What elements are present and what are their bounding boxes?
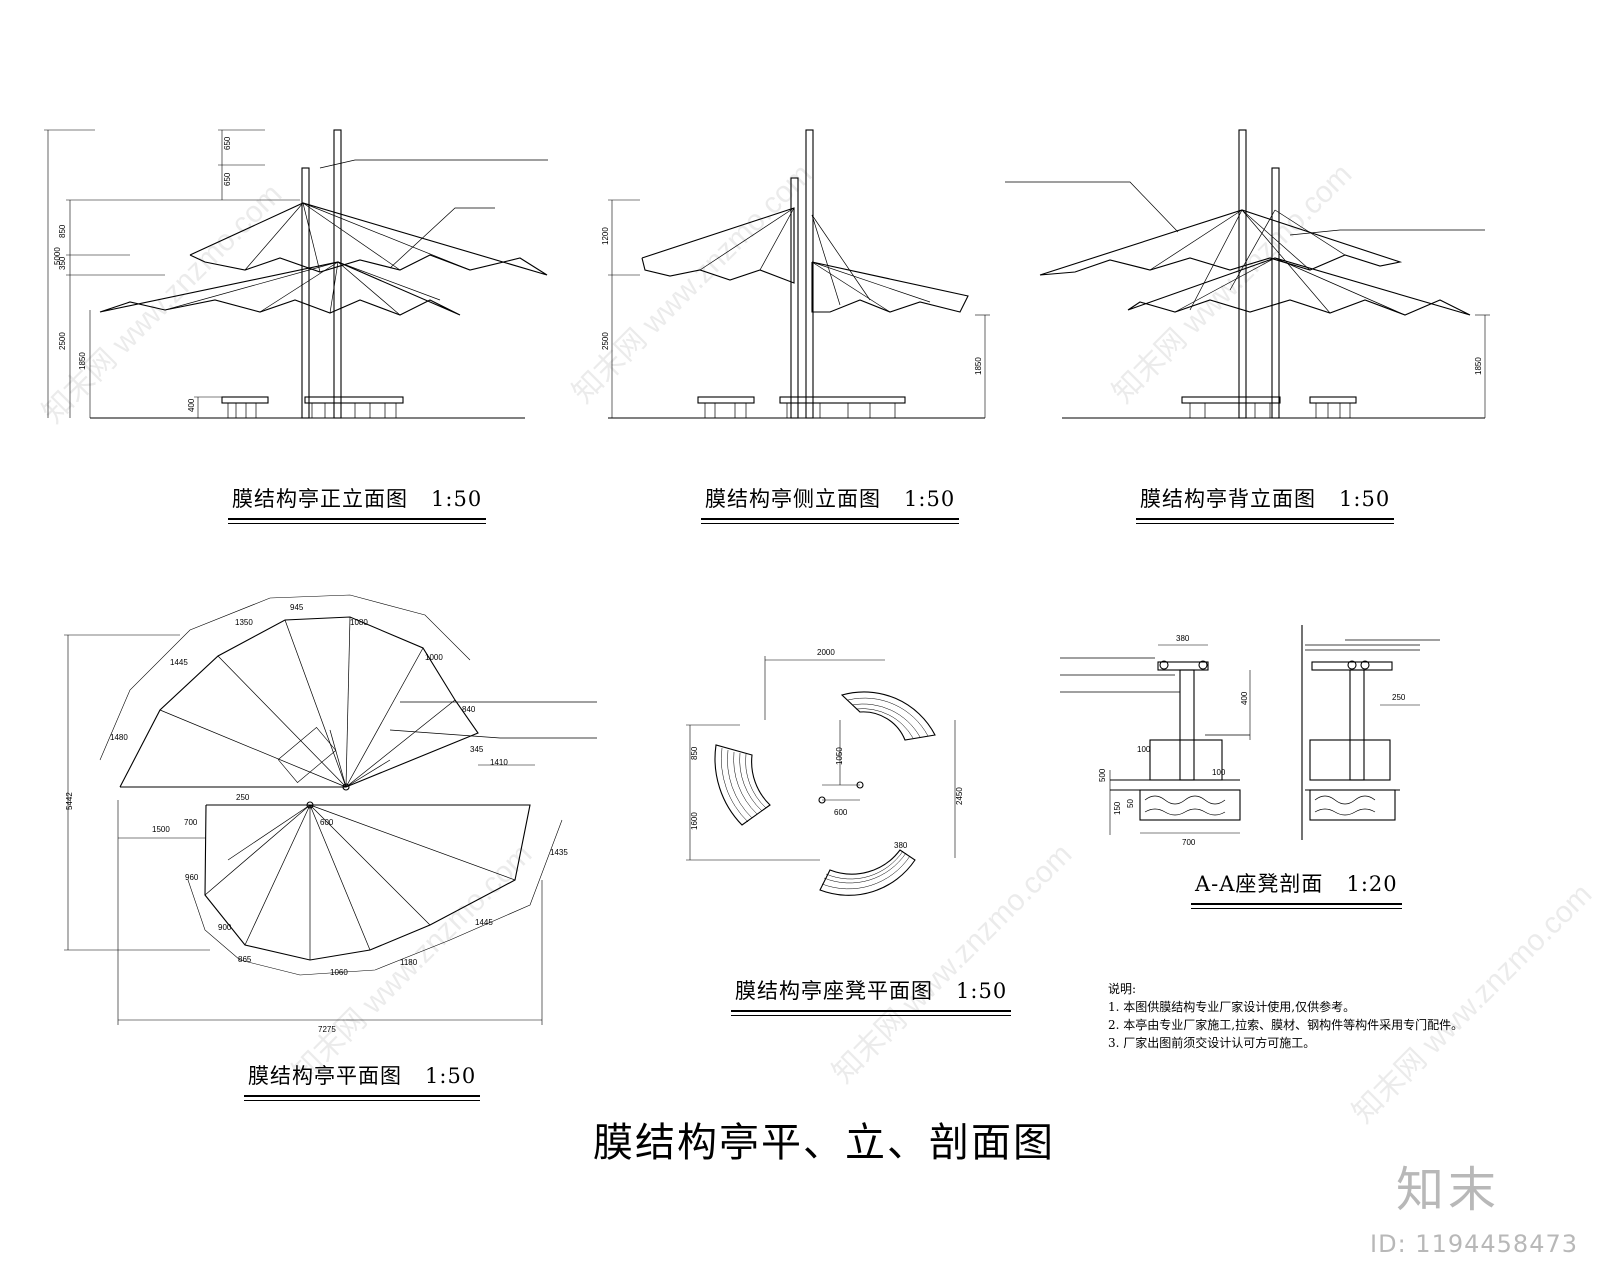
svg-text:945: 945: [290, 603, 304, 612]
svg-text:1850: 1850: [1474, 357, 1483, 375]
svg-text:1000: 1000: [425, 653, 443, 662]
front-elevation-caption: 膜结构亭正立面图 1:50: [228, 483, 487, 524]
svg-text:960: 960: [185, 873, 199, 882]
svg-text:865: 865: [238, 955, 252, 964]
svg-text:5000: 5000: [53, 247, 62, 265]
svg-text:1180: 1180: [400, 958, 418, 967]
svg-text:1480: 1480: [110, 733, 128, 742]
caption-scale: 1:20: [1346, 872, 1398, 896]
svg-text:1850: 1850: [974, 357, 983, 375]
notes-item: 3. 厂家出图前须交设计认可方可施工。: [1108, 1036, 1316, 1050]
side-elevation: 1200 2500 1850: [601, 129, 990, 419]
svg-text:1445: 1445: [170, 658, 188, 667]
svg-text:600: 600: [320, 818, 334, 827]
caption-title: A-A座凳剖面: [1195, 872, 1324, 896]
section-caption: A-A座凳剖面 1:20: [1191, 868, 1402, 909]
caption-title: 膜结构亭座凳平面图: [735, 979, 933, 1003]
svg-text:5442: 5442: [65, 792, 74, 810]
svg-text:350: 350: [58, 256, 67, 270]
svg-text:1850: 1850: [78, 352, 87, 370]
svg-text:2500: 2500: [601, 332, 610, 350]
svg-text:840: 840: [462, 705, 476, 714]
caption-title: 膜结构亭侧立面图: [705, 487, 881, 511]
svg-text:2500: 2500: [58, 332, 67, 350]
svg-text:400: 400: [187, 398, 196, 412]
svg-text:700: 700: [184, 818, 198, 827]
svg-text:7275: 7275: [318, 1025, 336, 1034]
svg-text:650: 650: [223, 136, 232, 150]
svg-text:850: 850: [58, 224, 67, 238]
svg-text:850: 850: [690, 746, 699, 760]
svg-text:1410: 1410: [490, 758, 508, 767]
svg-text:2450: 2450: [955, 787, 964, 805]
notes-item: 2. 本亭由专业厂家施工,拉索、膜材、钢构件等构件采用专门配件。: [1108, 1018, 1464, 1032]
svg-text:100: 100: [1212, 768, 1226, 777]
svg-text:100: 100: [1137, 745, 1151, 754]
image-id: ID: 1194458473: [1370, 1230, 1578, 1258]
svg-text:400: 400: [1240, 691, 1249, 705]
caption-scale: 1:50: [956, 979, 1008, 1003]
svg-text:1200: 1200: [601, 227, 610, 245]
brand-logo: 知末: [1395, 1162, 1500, 1218]
svg-text:1445: 1445: [475, 918, 493, 927]
svg-text:1435: 1435: [550, 848, 568, 857]
svg-text:600: 600: [834, 808, 848, 817]
plan-caption: 膜结构亭平面图 1:50: [244, 1060, 481, 1101]
design-notes: 说明: 1. 本图供膜结构专业厂家设计使用,仅供参考。 2. 本亭由专业厂家施工…: [1108, 980, 1463, 1052]
back-elevation: 1850: [1005, 129, 1490, 419]
svg-text:500: 500: [1098, 768, 1107, 782]
svg-text:380: 380: [1176, 634, 1190, 643]
caption-scale: 1:50: [425, 1064, 477, 1088]
bench-plan-caption: 膜结构亭座凳平面图 1:50: [731, 975, 1012, 1016]
svg-text:250: 250: [236, 793, 250, 802]
caption-scale: 1:50: [904, 487, 956, 511]
svg-text:1060: 1060: [330, 968, 348, 977]
caption-title: 膜结构亭平面图: [248, 1064, 402, 1088]
notes-item: 1. 本图供膜结构专业厂家设计使用,仅供参考。: [1108, 1000, 1356, 1014]
caption-scale: 1:50: [431, 487, 483, 511]
bench-plan: 2000 850 1600 1050 600 2450 380: [686, 648, 964, 896]
sheet-title: 膜结构亭平、立、剖面图: [593, 1120, 1055, 1166]
svg-text:150: 150: [1113, 801, 1122, 815]
svg-text:2000: 2000: [817, 648, 835, 657]
svg-text:250: 250: [1392, 693, 1406, 702]
caption-title: 膜结构亭正立面图: [232, 487, 408, 511]
front-elevation: 5000 650 650 850 350 2500 1850 400: [44, 129, 548, 419]
svg-text:1350: 1350: [235, 618, 253, 627]
caption-scale: 1:50: [1339, 487, 1391, 511]
svg-text:380: 380: [894, 841, 908, 850]
notes-heading: 说明:: [1108, 982, 1137, 996]
svg-text:650: 650: [223, 172, 232, 186]
caption-title: 膜结构亭背立面图: [1140, 487, 1316, 511]
svg-text:1600: 1600: [690, 812, 699, 830]
svg-text:345: 345: [470, 745, 484, 754]
svg-text:50: 50: [1126, 799, 1135, 808]
svg-text:700: 700: [1182, 838, 1196, 847]
svg-text:1500: 1500: [152, 825, 170, 834]
back-elevation-caption: 膜结构亭背立面图 1:50: [1136, 483, 1395, 524]
svg-text:900: 900: [218, 923, 232, 932]
bench-section: 380 400 250 500 150 50 100 100 700: [1060, 625, 1440, 847]
side-elevation-caption: 膜结构亭侧立面图 1:50: [701, 483, 960, 524]
svg-text:1080: 1080: [350, 618, 368, 627]
roof-plan: 5442 7275 1500 945 1350 1080 1445 1000 1…: [64, 594, 597, 1034]
svg-text:1050: 1050: [835, 747, 844, 765]
